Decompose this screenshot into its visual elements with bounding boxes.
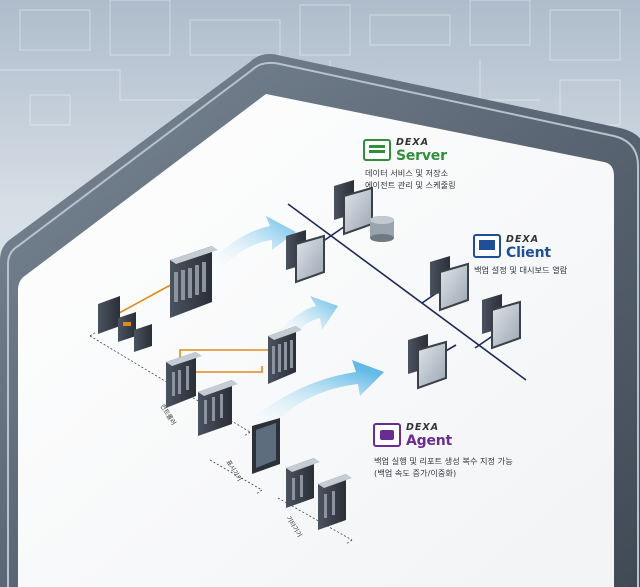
agent-title: Agent	[406, 433, 452, 449]
client-brand: DEXA	[506, 234, 539, 245]
agent-brand: DEXA	[406, 422, 439, 433]
server-brand: DEXA	[396, 137, 429, 148]
client-icon	[474, 235, 500, 257]
client-title: Client	[506, 245, 551, 261]
agent-description-1: 백업 실행 및 리포트 생성 복수 지정 가능	[374, 455, 513, 467]
server-title: Server	[396, 148, 447, 164]
server-icon	[364, 140, 390, 160]
client-description: 백업 설정 및 대시보드 열람	[474, 264, 567, 276]
agent-description-2: (백업 속도 증가/이중화)	[374, 467, 456, 479]
server-description-1: 데이터 서비스 및 저장소	[365, 167, 448, 179]
agent-icon	[374, 424, 400, 446]
server-description-2: 에이전트 관리 및 스케줄링	[365, 179, 456, 191]
